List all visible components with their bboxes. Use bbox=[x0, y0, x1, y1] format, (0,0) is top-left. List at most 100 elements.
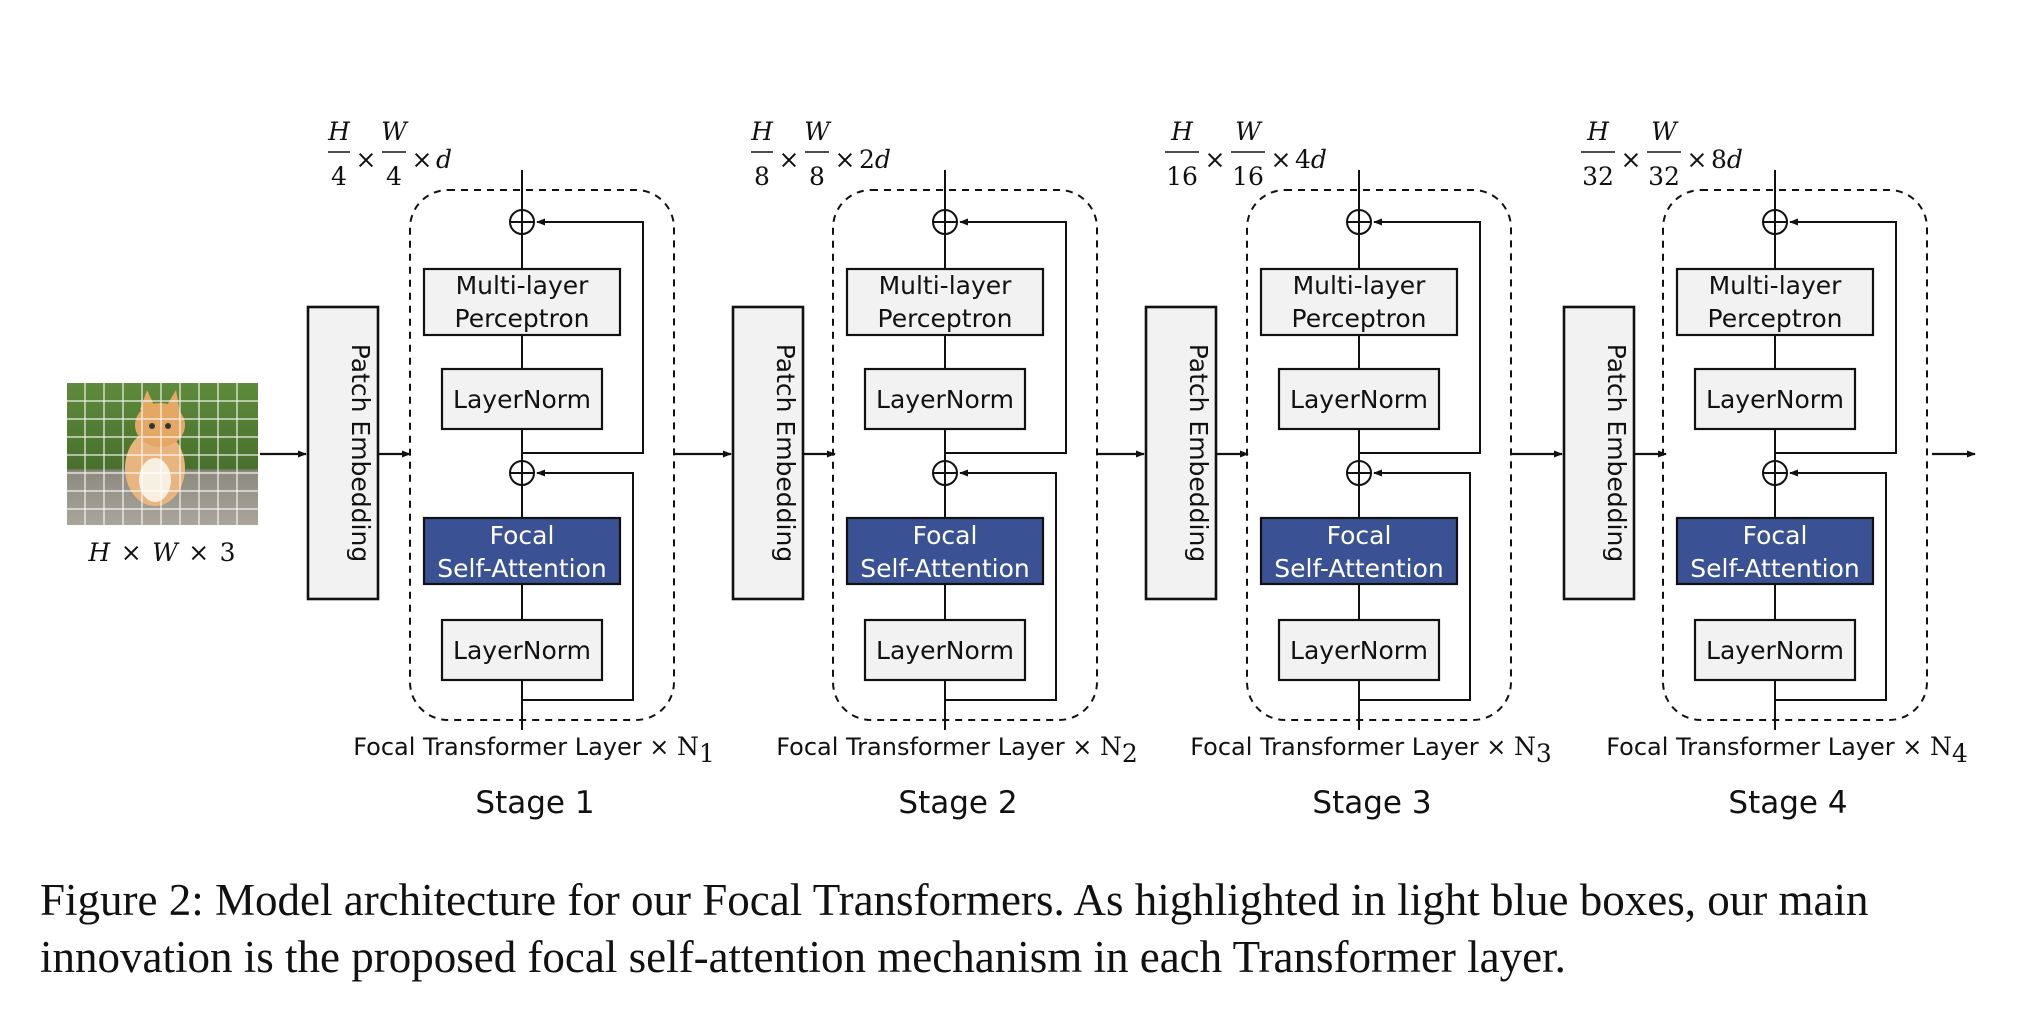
stage-1: Multi-layerPerceptronLayerNormFocalSelf-… bbox=[327, 117, 715, 821]
mlp-box bbox=[1259, 267, 1459, 337]
patch-embedding-label: Patch Embedding bbox=[771, 344, 800, 562]
dim-depth: 8d bbox=[1711, 145, 1743, 174]
dim-w-denominator: 4 bbox=[386, 162, 402, 191]
fsa-label-line2: Self-Attention bbox=[1690, 554, 1859, 583]
transformer-layer-frame bbox=[1246, 189, 1512, 721]
mlp-label-line2: Perceptron bbox=[878, 304, 1013, 333]
focal-self-attention-box bbox=[1675, 516, 1875, 586]
dimension-label: H32×W32×8d bbox=[1581, 117, 1743, 191]
dim-times: × bbox=[412, 145, 433, 174]
dim-times: × bbox=[779, 145, 800, 174]
transformer-layer-frame bbox=[1662, 189, 1928, 721]
residual-skip-line bbox=[1359, 218, 1481, 454]
patch-embedding-box bbox=[306, 305, 380, 601]
patch-embedding-block: Patch Embedding bbox=[674, 305, 836, 601]
dim-w-denominator: 8 bbox=[809, 162, 825, 191]
mlp-label-line1: Multi-layer bbox=[456, 271, 590, 300]
transformer-layer-frame bbox=[832, 189, 1098, 721]
layernorm-label: LayerNorm bbox=[453, 385, 591, 414]
layernorm-box bbox=[1693, 367, 1857, 431]
layernorm-box bbox=[1693, 618, 1857, 682]
add-node-icon bbox=[932, 460, 958, 486]
dim-times: × bbox=[1687, 145, 1708, 174]
layernorm-label: LayerNorm bbox=[1706, 385, 1844, 414]
layernorm-label: LayerNorm bbox=[1706, 636, 1844, 665]
layer-repeat-label: Focal Transformer Layer × N3 bbox=[1190, 732, 1552, 768]
mlp-box bbox=[845, 267, 1045, 337]
residual-skip-line bbox=[945, 218, 1067, 454]
fsa-label-line2: Self-Attention bbox=[1274, 554, 1443, 583]
dim-times: × bbox=[356, 145, 377, 174]
dim-h-denominator: 32 bbox=[1582, 162, 1614, 191]
fsa-label-line1: Focal bbox=[1327, 521, 1392, 550]
residual-skip-line bbox=[1359, 469, 1471, 701]
layer-repeat-label: Focal Transformer Layer × N4 bbox=[1606, 732, 1968, 768]
dim-depth: 4d bbox=[1295, 145, 1327, 174]
mlp-label-line2: Perceptron bbox=[1292, 304, 1427, 333]
stage-2: Multi-layerPerceptronLayerNormFocalSelf-… bbox=[750, 117, 1138, 821]
mlp-label-line2: Perceptron bbox=[1708, 304, 1843, 333]
dim-h-denominator: 16 bbox=[1166, 162, 1198, 191]
dim-h-numerator: H bbox=[750, 117, 774, 146]
fsa-label-line2: Self-Attention bbox=[860, 554, 1029, 583]
patch-embedding-block: Patch Embedding bbox=[1511, 305, 1667, 601]
fsa-label-line1: Focal bbox=[1743, 521, 1808, 550]
mlp-label-line1: Multi-layer bbox=[1293, 271, 1427, 300]
dim-w-numerator: W bbox=[804, 117, 832, 146]
add-node-icon bbox=[509, 209, 535, 235]
figure-caption: Figure 2: Model architecture for our Foc… bbox=[40, 875, 1869, 982]
add-node-icon bbox=[1762, 460, 1788, 486]
dim-w-numerator: W bbox=[1651, 117, 1679, 146]
fsa-label-line1: Focal bbox=[913, 521, 978, 550]
layer-repeat-label: Focal Transformer Layer × N1 bbox=[353, 732, 715, 768]
dim-times: × bbox=[1205, 145, 1226, 174]
dim-h-denominator: 4 bbox=[331, 162, 347, 191]
add-node-icon bbox=[1762, 209, 1788, 235]
patch-embedding-box bbox=[1144, 305, 1218, 601]
patch-embedding-label: Patch Embedding bbox=[1602, 344, 1631, 562]
stage-name: Stage 4 bbox=[1728, 785, 1847, 821]
dim-h-numerator: H bbox=[1586, 117, 1610, 146]
layernorm-box bbox=[863, 367, 1027, 431]
mlp-box bbox=[422, 267, 622, 337]
layernorm-label: LayerNorm bbox=[1290, 636, 1428, 665]
residual-skip-line bbox=[522, 218, 644, 454]
dim-w-denominator: 16 bbox=[1232, 162, 1264, 191]
dim-w-denominator: 32 bbox=[1648, 162, 1680, 191]
dim-times: × bbox=[1271, 145, 1292, 174]
residual-skip-line bbox=[1775, 469, 1887, 701]
add-node-icon bbox=[932, 209, 958, 235]
dim-depth: 2d bbox=[859, 145, 891, 174]
stage-name: Stage 2 bbox=[898, 785, 1017, 821]
patch-embedding-block: Patch Embedding bbox=[1097, 305, 1249, 601]
stage-4: Multi-layerPerceptronLayerNormFocalSelf-… bbox=[1581, 117, 1968, 821]
layernorm-label: LayerNorm bbox=[876, 385, 1014, 414]
dimension-label: H8×W8×2d bbox=[750, 117, 891, 191]
transformer-layer-frame bbox=[409, 189, 675, 721]
input-image bbox=[67, 383, 258, 525]
input-label: H × W × 3 bbox=[87, 538, 235, 567]
stage-name: Stage 1 bbox=[475, 785, 594, 821]
mlp-label-line1: Multi-layer bbox=[879, 271, 1013, 300]
mlp-label-line2: Perceptron bbox=[455, 304, 590, 333]
dim-times: × bbox=[1621, 145, 1642, 174]
residual-skip-line bbox=[945, 469, 1057, 701]
dim-h-numerator: H bbox=[1170, 117, 1194, 146]
layernorm-box bbox=[863, 618, 1027, 682]
dim-w-numerator: W bbox=[1235, 117, 1263, 146]
residual-skip-line bbox=[522, 469, 634, 701]
layernorm-box bbox=[440, 618, 604, 682]
dim-w-numerator: W bbox=[381, 117, 409, 146]
dimension-label: H16×W16×4d bbox=[1165, 117, 1327, 191]
patch-embedding-box bbox=[731, 305, 805, 601]
layer-repeat-label: Focal Transformer Layer × N2 bbox=[776, 732, 1138, 768]
mlp-box bbox=[1675, 267, 1875, 337]
patch-embedding-box bbox=[1562, 305, 1636, 601]
dim-h-numerator: H bbox=[327, 117, 351, 146]
layernorm-label: LayerNorm bbox=[453, 636, 591, 665]
layernorm-box bbox=[1277, 367, 1441, 431]
dimension-label: H4×W4×d bbox=[327, 117, 452, 191]
patch-embedding-block: Patch Embedding bbox=[306, 305, 411, 601]
